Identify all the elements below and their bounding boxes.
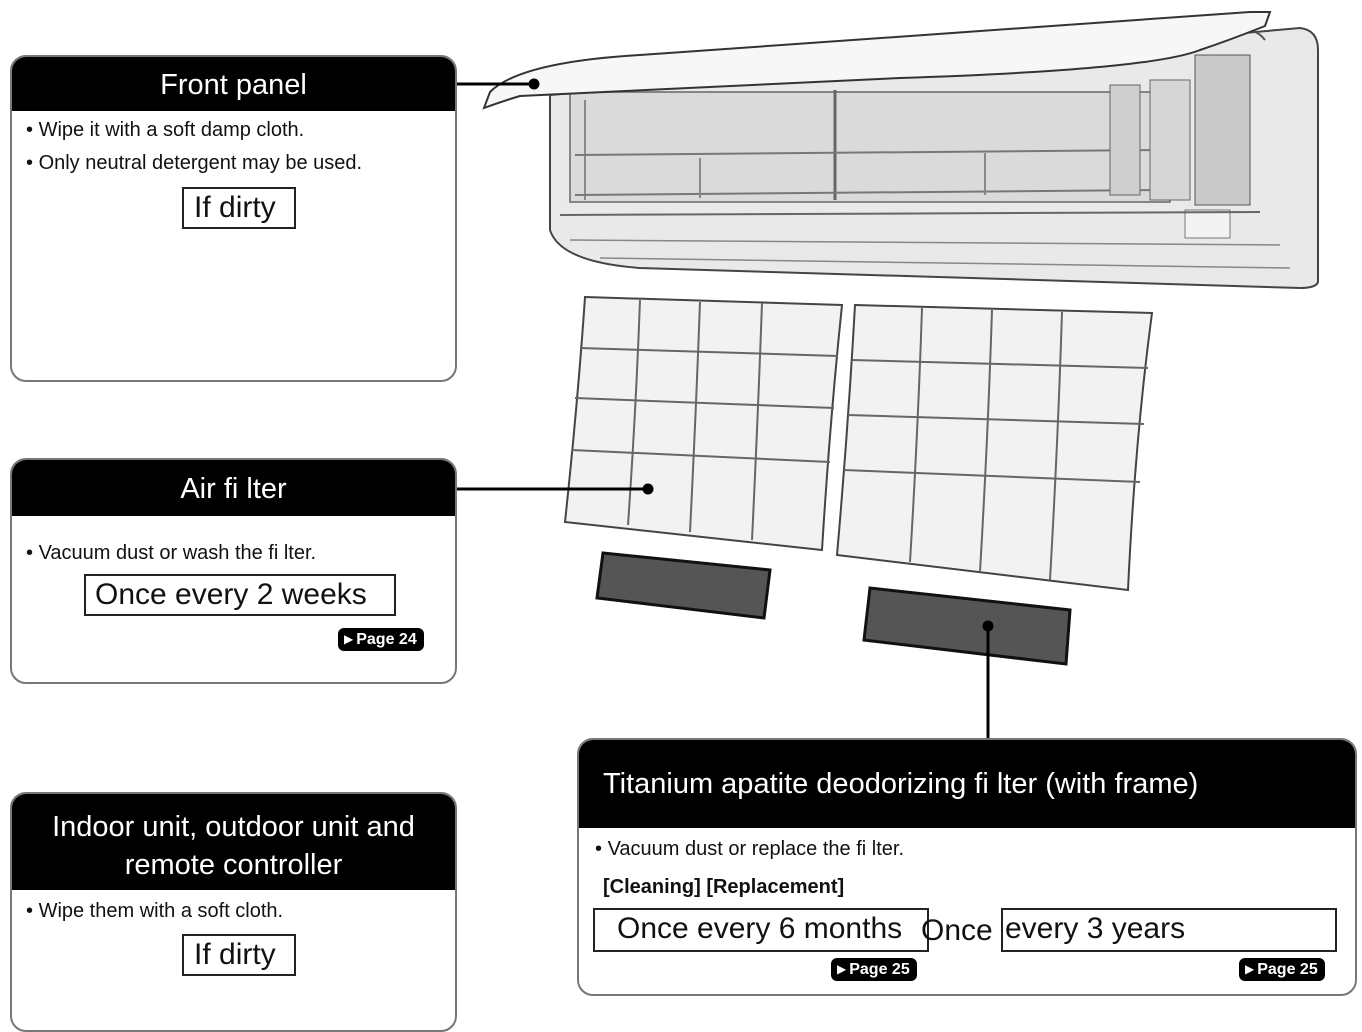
- play-triangle-icon: ▶: [1245, 962, 1255, 976]
- indoor-unit-title-line-2: remote controller: [124, 849, 343, 881]
- titanium-filter-cleaning-page-ref[interactable]: ▶Page 25: [831, 958, 917, 981]
- front-panel-bullet-2: Only neutral detergent may be used.: [26, 152, 363, 175]
- titanium-filter-cleaning-page-ref-label: Page 25: [849, 961, 910, 978]
- titanium-filter-bullet-1: Vacuum dust or replace the fi lter.: [595, 838, 904, 861]
- titanium-filter-replacement-page-ref[interactable]: ▶Page 25: [1239, 958, 1325, 981]
- air-filter-card: Air fi lter Vacuum dust or wash the fi l…: [10, 458, 457, 684]
- play-triangle-icon: ▶: [837, 962, 847, 976]
- titanium-filter-replacement-frequency-part1: Once: [921, 914, 993, 947]
- indoor-unit-card: Indoor unit, outdoor unit and remote con…: [10, 792, 457, 1032]
- air-filter-title: Air fi lter: [12, 460, 455, 516]
- front-panel-title: Front panel: [12, 57, 455, 111]
- titanium-filter-card: Titanium apatite deodorizing fi lter (wi…: [577, 738, 1357, 996]
- indoor-unit-bullet-1: Wipe them with a soft cloth.: [26, 900, 284, 923]
- titanium-filter-replacement-frequency: every 3 years: [1001, 908, 1337, 952]
- titanium-filter-title: Titanium apatite deodorizing fi lter (wi…: [579, 740, 1355, 828]
- air-filter-right-drawing: [835, 303, 1154, 592]
- air-filter-bullet-1: Vacuum dust or wash the fi lter.: [26, 542, 317, 565]
- indoor-unit-title-line-1: Indoor unit, outdoor unit and: [52, 811, 415, 843]
- indoor-unit-frequency: If dirty: [182, 934, 296, 976]
- air-filter-page-ref-label: Page 24: [356, 631, 417, 648]
- titanium-filter-subheading: [Cleaning] [Replacement]: [603, 876, 845, 898]
- front-panel-bullet-1: Wipe it with a soft damp cloth.: [26, 119, 305, 142]
- air-filter-page-ref[interactable]: ▶Page 24: [338, 628, 424, 651]
- front-panel-card: Front panel Wipe it with a soft damp clo…: [10, 55, 457, 382]
- air-filter-left-drawing: [563, 295, 844, 552]
- titanium-filter-replacement-page-ref-label: Page 25: [1257, 961, 1318, 978]
- indoor-unit-drawing: [549, 25, 1319, 290]
- indoor-unit-title: Indoor unit, outdoor unit and remote con…: [12, 794, 455, 890]
- leader-lines: [456, 78, 994, 738]
- titanium-filter-cleaning-frequency: Once every 6 months: [593, 908, 929, 952]
- front-panel-frequency: If dirty: [182, 187, 296, 229]
- front-panel-drawing: [482, 11, 1272, 110]
- air-filter-frequency: Once every 2 weeks: [84, 574, 396, 616]
- play-triangle-icon: ▶: [344, 632, 354, 646]
- deodorizing-filter-right-drawing: [862, 586, 1072, 666]
- deodorizing-filter-left-drawing: [595, 551, 772, 620]
